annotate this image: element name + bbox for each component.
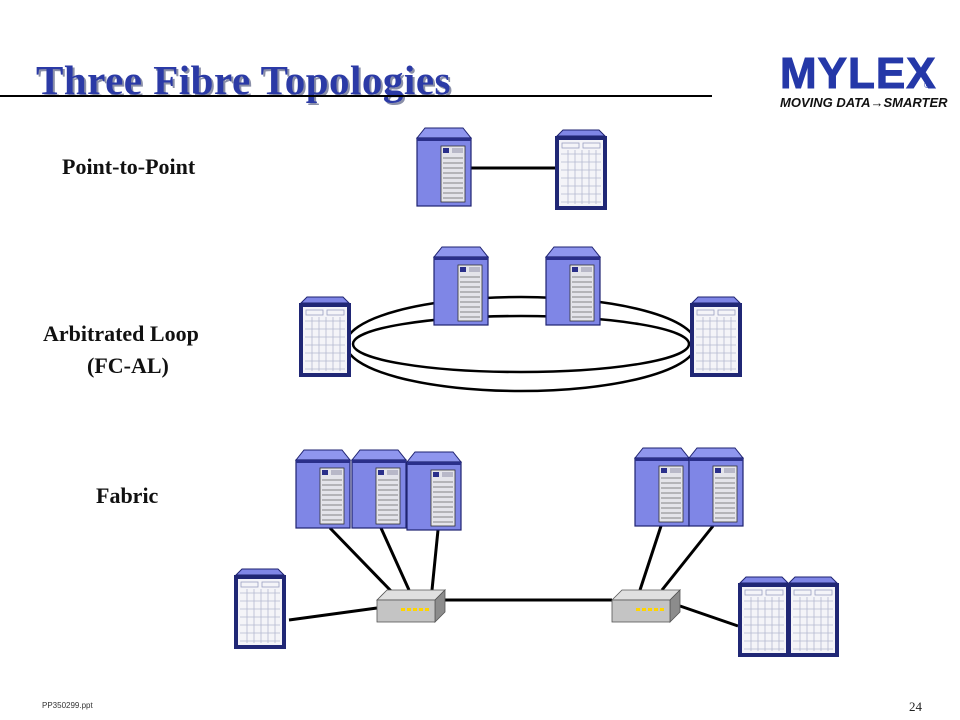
logo-registered-mark: ® [924, 80, 931, 90]
label-arbitrated-loop: Arbitrated Loop [43, 321, 199, 346]
server-icon [406, 451, 462, 531]
loop-ring-outer [344, 295, 698, 393]
server-icon [416, 127, 472, 207]
storage-array-icon [298, 296, 352, 378]
fabric-cables [288, 525, 739, 628]
footer-filename: PP350299.ppt [42, 701, 93, 710]
label-fc-al: (FC-AL) [87, 353, 169, 378]
storage-array-icon [554, 129, 608, 211]
server-icon [351, 449, 407, 529]
logo-wordmark: MYLEX [780, 49, 937, 98]
page-number: 24 [909, 699, 922, 714]
logo-tagline: MOVING DATA→SMARTER [780, 95, 948, 110]
mylex-logo: MYLEX ® MOVING DATA→SMARTER [780, 49, 948, 110]
server-icon [634, 447, 690, 527]
loop-ring-inner [351, 314, 691, 374]
storage-array-icon [689, 296, 743, 378]
fabric-switch-icon [376, 589, 446, 623]
server-icon [433, 246, 489, 326]
label-fabric: Fabric [96, 483, 159, 508]
server-icon [545, 246, 601, 326]
storage-array-icon [786, 576, 840, 658]
title-underline [0, 95, 712, 97]
server-icon [295, 449, 351, 529]
storage-array-icon [737, 576, 791, 658]
server-icon [688, 447, 744, 527]
label-point-to-point: Point-to-Point [62, 154, 196, 179]
storage-array-icon [233, 568, 287, 650]
fabric-switch-icon [611, 589, 681, 623]
